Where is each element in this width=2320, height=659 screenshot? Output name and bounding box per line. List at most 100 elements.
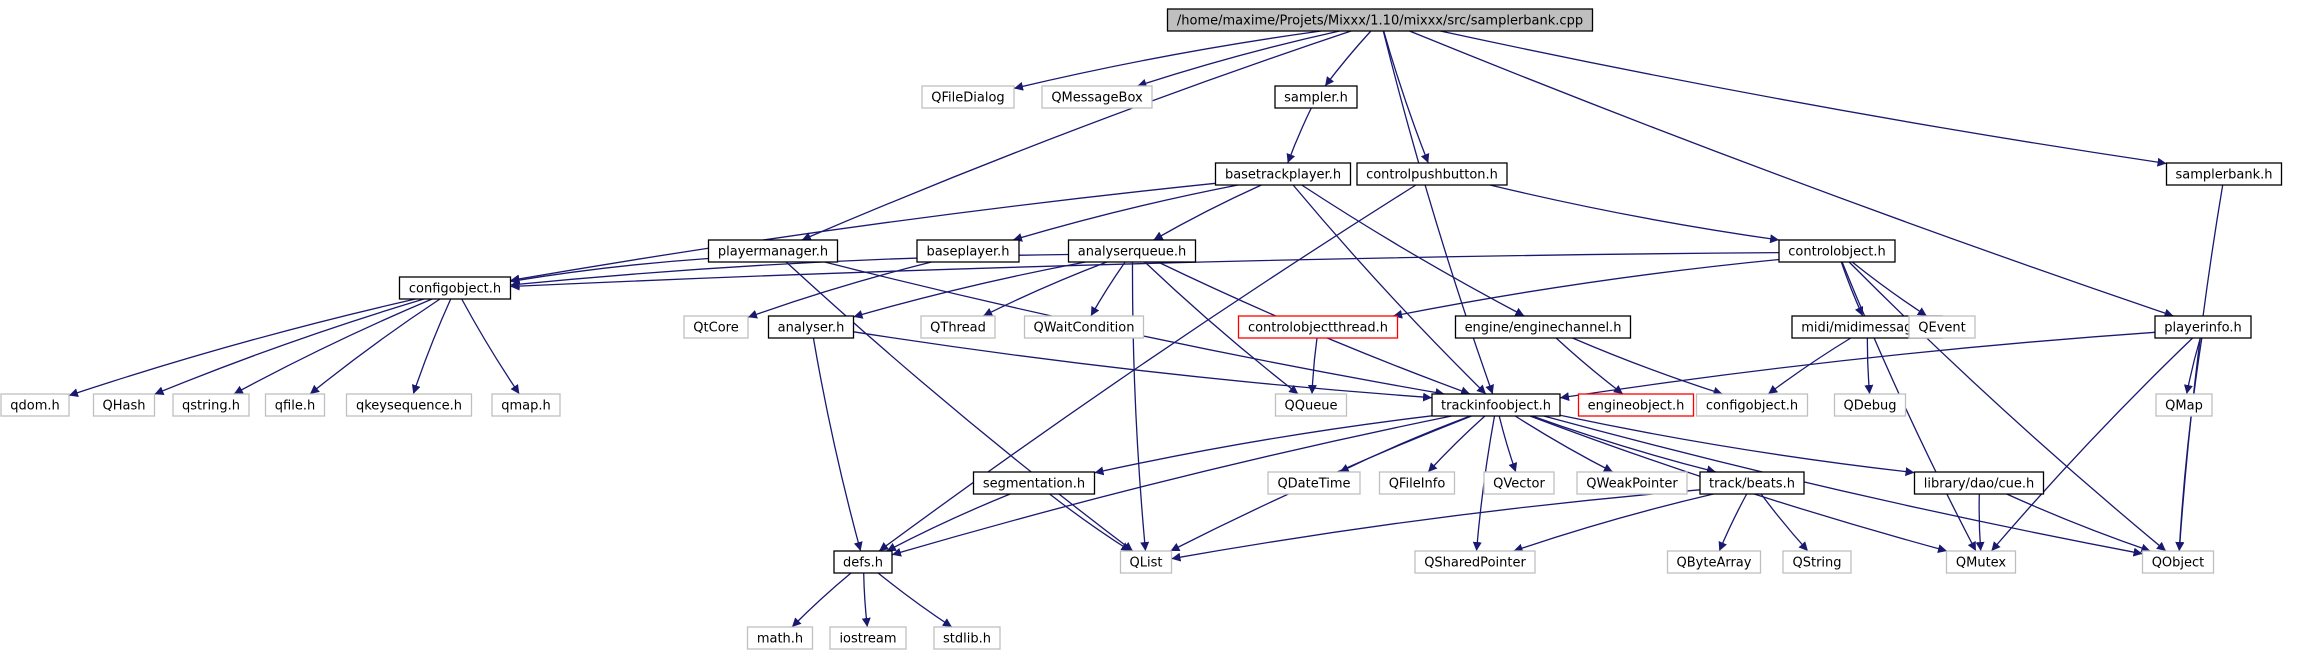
node-controlobjectthread[interactable]: controlobjectthread.h	[1237, 315, 1399, 339]
node-qfiledialog: QFileDialog	[921, 85, 1015, 109]
node-playerinfo[interactable]: playerinfo.h	[2154, 315, 2252, 339]
node-label: baseplayer.h	[926, 245, 1009, 260]
node-qweakpointer: QWeakPointer	[1576, 471, 1688, 495]
node-label: controlobject.h	[1788, 245, 1886, 260]
node-root[interactable]: /home/maxime/Projets/Mixxx/1.10/mixxx/sr…	[1166, 8, 1594, 32]
node-box	[1454, 315, 1632, 339]
node-box	[1237, 315, 1399, 339]
node-box	[916, 239, 1020, 263]
edge-playerinfo-to-qmap	[2184, 337, 2201, 395]
node-controlobject[interactable]: controlobject.h	[1778, 239, 1896, 263]
node-box	[1214, 162, 1352, 186]
node-box	[1414, 550, 1536, 574]
node-sampler[interactable]: sampler.h	[1274, 85, 1358, 109]
node-label: /home/maxime/Projets/Mixxx/1.10/mixxx/sr…	[1177, 14, 1583, 29]
node-baseplayer[interactable]: baseplayer.h	[916, 239, 1020, 263]
edge-root-to-qmessagebox	[1137, 30, 1340, 88]
node-layer: /home/maxime/Projets/Mixxx/1.10/mixxx/sr…	[0, 8, 2283, 650]
edge-midimessage-to-configobject2	[1767, 337, 1852, 395]
edge-basetrackplayer-to-enginechannel	[1301, 184, 1525, 317]
node-label: segmentation.h	[983, 477, 1085, 492]
node-box	[491, 393, 561, 417]
node-box	[833, 550, 893, 574]
node-label: QWaitCondition	[1034, 321, 1135, 336]
node-box	[264, 393, 326, 417]
edge-segmentation-to-qlist	[1049, 493, 1131, 552]
node-playermanager[interactable]: playermanager.h	[707, 239, 839, 263]
node-qkeysequence: qkeysequence.h	[345, 393, 473, 417]
node-label: QEvent	[1918, 321, 1965, 336]
node-box	[1483, 471, 1555, 495]
edge-trackinfoobject-to-defs	[891, 415, 1452, 557]
node-box	[345, 393, 473, 417]
node-midimessage[interactable]: midi/midimessage.h	[1791, 315, 1943, 339]
edge-cue-to-qobject	[2006, 493, 2151, 553]
node-qobject: QObject	[2141, 550, 2215, 574]
edge-layer	[68, 30, 2224, 628]
edge-trackinfoobject-to-qvector	[1498, 415, 1518, 473]
node-qthread: QThread	[920, 315, 996, 339]
node-label: QThread	[930, 321, 986, 336]
node-engineobject[interactable]: engineobject.h	[1577, 393, 1695, 417]
edge-enginechannel-to-engineobject	[1555, 337, 1624, 395]
node-label: configobject.h	[409, 282, 501, 297]
node-qmap_h: qmap.h	[491, 393, 561, 417]
node-label: playermanager.h	[718, 245, 828, 260]
edge-playermanager-to-qlist	[785, 261, 1134, 552]
node-label: QDateTime	[1277, 477, 1350, 492]
node-defs[interactable]: defs.h	[833, 550, 893, 574]
node-label: QQueue	[1285, 399, 1338, 414]
node-segmentation[interactable]: segmentation.h	[972, 471, 1096, 495]
edge-baseplayer-to-qtcore	[747, 261, 932, 319]
node-controlpushbutton[interactable]: controlpushbutton.h	[1356, 162, 1508, 186]
edge-configobject-to-qstring_h	[233, 298, 433, 395]
edge-segmentation-to-defs	[886, 493, 1011, 552]
node-label: analyser.h	[778, 321, 845, 336]
edge-defs-to-stdlib	[877, 572, 953, 628]
node-basetrackplayer[interactable]: basetrackplayer.h	[1214, 162, 1352, 186]
node-samplerbank[interactable]: samplerbank.h	[2165, 162, 2283, 186]
edge-basetrackplayer-to-configobject	[510, 182, 1216, 284]
edge-enginechannel-to-configobject2	[1572, 337, 1723, 396]
node-label: QObject	[2152, 556, 2205, 571]
node-qstring_h: qstring.h	[172, 393, 250, 417]
node-box	[683, 315, 749, 339]
node-label: configobject.h	[1706, 399, 1798, 414]
node-label: qstring.h	[182, 399, 240, 414]
edge-trackinfoobject-to-beats	[1531, 415, 1717, 475]
node-configobject2: configobject.h	[1695, 393, 1809, 417]
node-cue[interactable]: library/dao/cue.h	[1913, 471, 2045, 495]
node-configobject[interactable]: configobject.h	[398, 276, 512, 300]
node-box	[1782, 550, 1852, 574]
node-box	[398, 276, 512, 300]
node-analyserqueue[interactable]: analyserqueue.h	[1067, 239, 1197, 263]
node-box	[1023, 315, 1145, 339]
node-qevent: QEvent	[1908, 315, 1976, 339]
node-enginechannel[interactable]: engine/enginechannel.h	[1454, 315, 1632, 339]
node-label: iostream	[839, 632, 896, 647]
node-label: defs.h	[843, 556, 883, 571]
edge-trackinfoobject-to-qfileinfo	[1427, 415, 1486, 473]
node-trackinfoobject[interactable]: trackinfoobject.h	[1431, 393, 1561, 417]
node-beats[interactable]: track/beats.h	[1699, 471, 1805, 495]
node-qbytearray: QByteArray	[1666, 550, 1762, 574]
node-analyser[interactable]: analyser.h	[767, 315, 855, 339]
edge-playermanager-to-configobject	[510, 257, 709, 285]
node-label: QDebug	[1844, 399, 1897, 414]
edge-analyserqueue-to-qwaitcondition	[1090, 261, 1126, 317]
node-qfile: qfile.h	[264, 393, 326, 417]
node-label: QMessageBox	[1051, 91, 1143, 106]
node-qtcore: QtCore	[683, 315, 749, 339]
node-label: QtCore	[693, 321, 738, 336]
node-label: controlobjectthread.h	[1248, 321, 1388, 336]
node-box	[933, 626, 1001, 650]
node-box	[1041, 85, 1153, 109]
node-label: engine/enginechannel.h	[1465, 321, 1622, 336]
node-qfileinfo: QFileInfo	[1378, 471, 1456, 495]
node-label: analyserqueue.h	[1078, 245, 1186, 260]
edge-defs-to-math	[791, 572, 852, 628]
node-box	[1119, 550, 1173, 574]
node-box	[1666, 550, 1762, 574]
edge-root-to-controlpushbutton	[1383, 30, 1430, 164]
node-qsharedpointer: QSharedPointer	[1414, 550, 1536, 574]
